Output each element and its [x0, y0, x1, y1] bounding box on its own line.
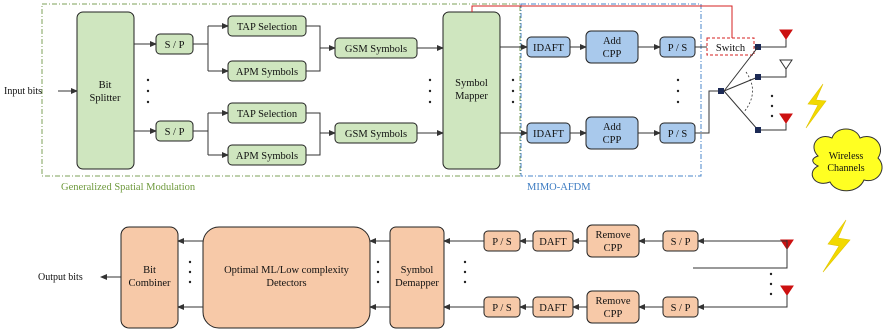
mapper-dots [511, 78, 515, 104]
bit-splitter-block: Bit Splitter [76, 11, 135, 170]
rx-antenna-dots [769, 272, 773, 296]
svg-text:Add: Add [603, 122, 622, 133]
afdm-dots [676, 78, 680, 104]
svg-text:Splitter: Splitter [90, 93, 121, 104]
svg-text:GSM Symbols: GSM Symbols [345, 129, 407, 140]
svg-text:Add: Add [603, 36, 622, 47]
remove-cpp-block-bottom: Remove CPP [586, 290, 640, 324]
svg-text:Combiner: Combiner [129, 278, 171, 289]
svg-text:P / S: P / S [668, 43, 688, 54]
ps-block-bottom: P / S [659, 122, 696, 144]
svg-text:Remove: Remove [596, 230, 631, 241]
svg-text:Bit: Bit [143, 265, 156, 276]
svg-text:TAP Selection: TAP Selection [237, 109, 298, 120]
svg-text:S / P: S / P [165, 40, 185, 51]
svg-text:P / S: P / S [668, 129, 688, 140]
gsm-dots [428, 78, 432, 104]
svg-text:Bit: Bit [99, 80, 112, 91]
rx-sp-block-bottom: S / P [662, 296, 699, 318]
detector-dots [188, 260, 192, 284]
ps-block-top: P / S [659, 36, 696, 58]
sp-block-bottom: S / P [155, 120, 194, 142]
svg-text:Optimal ML/Low complexity: Optimal ML/Low complexity [224, 265, 350, 276]
svg-text:Symbol: Symbol [455, 78, 488, 89]
gsm-region-border [41, 3, 521, 177]
gsm-symbols-block-bottom: GSM Symbols [334, 122, 418, 144]
switch-control-line [471, 5, 733, 38]
tx-antenna-1-icon [779, 29, 793, 40]
input-bits-label: Input bits [4, 86, 42, 97]
svg-text:Mapper: Mapper [455, 91, 488, 102]
bit-combiner-block: Bit Combiner [120, 226, 179, 329]
svg-text:Demapper: Demapper [395, 278, 439, 289]
svg-text:DAFT: DAFT [539, 303, 567, 314]
apm-symbols-block-bottom: APM Symbols [227, 144, 307, 166]
rx-chain-dots [463, 260, 467, 284]
sp-block-top: S / P [155, 33, 194, 55]
gsm-symbols-block-top: GSM Symbols [334, 37, 418, 59]
output-bits-label: Output bits [38, 272, 83, 283]
daft-block-top: DAFT [532, 230, 574, 252]
svg-text:APM Symbols: APM Symbols [236, 151, 298, 162]
tx-lightning-icon [805, 83, 827, 129]
svg-text:Wireless: Wireless [829, 151, 864, 162]
afdm-region-border [520, 3, 702, 177]
svg-text:CPP: CPP [603, 135, 622, 146]
tx-antenna-dots [770, 94, 774, 118]
rx-antenna-2-icon [780, 285, 794, 296]
symbol-mapper-block: Symbol Mapper [442, 11, 501, 170]
svg-text:CPP: CPP [604, 309, 623, 320]
rx-lightning-icon [822, 219, 851, 273]
svg-text:P / S: P / S [492, 237, 512, 248]
add-cpp-block-top: Add CPP [585, 30, 639, 64]
idaft-block-top: IDAFT [526, 36, 571, 58]
remove-cpp-block-top: Remove CPP [586, 224, 640, 258]
rx-sp-block-top: S / P [662, 230, 699, 252]
detectors-block: Optimal ML/Low complexity Detectors [202, 226, 371, 329]
svg-text:S / P: S / P [671, 303, 691, 314]
svg-text:IDAFT: IDAFT [533, 43, 565, 54]
svg-text:Symbol: Symbol [401, 265, 434, 276]
svg-text:GSM Symbols: GSM Symbols [345, 44, 407, 55]
daft-block-bottom: DAFT [532, 296, 574, 318]
svg-text:Detectors: Detectors [266, 278, 306, 289]
tap-selection-block-top: TAP Selection [227, 15, 307, 37]
svg-text:CPP: CPP [604, 243, 623, 254]
idaft-block-bottom: IDAFT [526, 122, 571, 144]
tap-selection-block-bottom: TAP Selection [227, 102, 307, 124]
splitter-dots [146, 78, 150, 104]
symbol-demapper-block: Symbol Demapper [389, 226, 445, 329]
svg-text:Remove: Remove [596, 296, 631, 307]
wireless-channels-cloud: Wireless Channels [811, 128, 883, 192]
add-cpp-block-bottom: Add CPP [585, 116, 639, 150]
svg-text:APM Symbols: APM Symbols [236, 67, 298, 78]
afdm-region-label: MIMO-AFDM [527, 182, 591, 193]
switch-arc [743, 71, 753, 113]
rx-ps-block-bottom: P / S [483, 296, 521, 318]
switch-box: Switch [706, 37, 755, 56]
rx-ps-block-top: P / S [483, 230, 521, 252]
svg-text:IDAFT: IDAFT [533, 129, 565, 140]
tx-antenna-3-icon [779, 113, 793, 124]
demapper-dots [376, 260, 380, 284]
svg-text:Switch: Switch [716, 43, 746, 54]
svg-text:CPP: CPP [603, 49, 622, 60]
svg-text:S / P: S / P [671, 237, 691, 248]
svg-text:DAFT: DAFT [539, 237, 567, 248]
tx-antenna-2-icon [779, 59, 793, 70]
svg-text:TAP Selection: TAP Selection [237, 22, 298, 33]
gsm-region-label: Generalized Spatial Modulation [61, 182, 196, 193]
apm-symbols-block-top: APM Symbols [227, 60, 307, 82]
svg-text:Channels: Channels [827, 163, 864, 174]
svg-text:S / P: S / P [165, 127, 185, 138]
svg-text:P / S: P / S [492, 303, 512, 314]
